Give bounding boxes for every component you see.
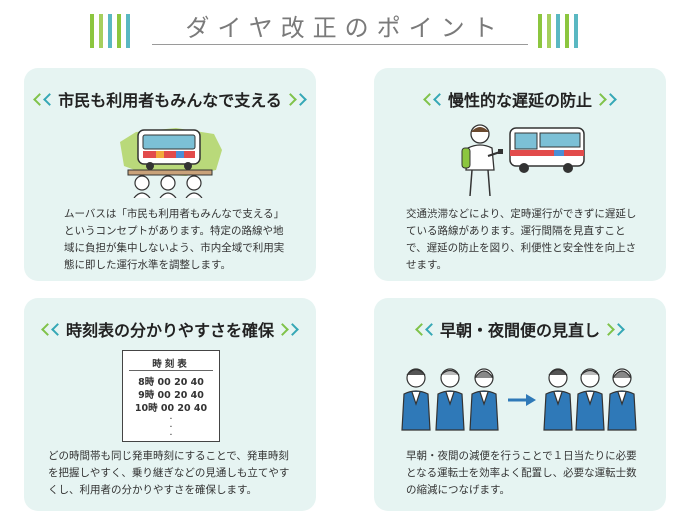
timetable-rows: 8時 00 20 40 9時 00 20 40 10時 00 20 40 xyxy=(123,376,219,415)
card-title-text: 市民も利用者もみんなで支える xyxy=(58,91,282,110)
stripe xyxy=(547,14,551,48)
page-title: ダイヤ改正のポイント xyxy=(185,14,505,42)
double-chevron-right-icon xyxy=(594,92,617,106)
stripe xyxy=(556,14,560,48)
card-title: 早朝・夜間便の見直し xyxy=(374,318,666,340)
double-chevron-right-icon xyxy=(602,322,625,336)
drivers-reduction-icon xyxy=(401,368,637,431)
timetable-row: 8時 00 20 40 xyxy=(138,377,204,388)
card-description: 交通渋滞などにより、定時運行ができずに遅延している路線があります。運行間隔を見直… xyxy=(406,208,637,271)
bus-supported-by-people-icon xyxy=(120,128,222,198)
timetable-row: 10時 00 20 40 xyxy=(134,403,208,414)
stripe xyxy=(99,14,103,48)
timetable-heading: 時刻表 xyxy=(129,356,213,371)
title-underline xyxy=(152,44,528,45)
stripe xyxy=(117,14,121,48)
stripe xyxy=(108,14,112,48)
timetable-icon: 時刻表 8時 00 20 40 9時 00 20 40 10時 00 20 40… xyxy=(122,350,220,442)
double-chevron-left-icon xyxy=(33,92,57,106)
stripe xyxy=(565,14,569,48)
double-chevron-right-icon xyxy=(283,92,307,106)
card-description: どの時間帯も同じ発車時刻にすることで、発車時刻を把握しやすく、乗り継ぎなどの見通… xyxy=(48,450,290,496)
page-header: ダイヤ改正のポイント xyxy=(0,0,690,60)
point-card-community-support: 市民も利用者もみんなで支える ムーバスは「市民も利用者もみんなで支える」というコ… xyxy=(24,68,316,281)
card-description: ムーバスは「市民も利用者もみんなで支える」というコンセプトがあります。特定の路線… xyxy=(64,208,285,271)
stripe xyxy=(126,14,130,48)
card-title-text: 早朝・夜間便の見直し xyxy=(439,321,600,340)
stripe xyxy=(90,14,94,48)
person-checking-watch-bus-icon xyxy=(461,124,585,197)
card-title-text: 時刻表の分かりやすさを確保 xyxy=(65,321,274,340)
card-title: 慢性的な遅延の防止 xyxy=(374,88,666,110)
card-title-text: 慢性的な遅延の防止 xyxy=(447,91,592,110)
decorative-stripes-right xyxy=(538,14,578,48)
double-chevron-left-icon xyxy=(415,322,438,336)
card-title: 市民も利用者もみんなで支える xyxy=(24,88,316,110)
double-chevron-right-icon xyxy=(276,322,299,336)
stripe xyxy=(574,14,578,48)
stripe xyxy=(538,14,542,48)
decorative-stripes-left xyxy=(90,14,130,48)
double-chevron-left-icon xyxy=(423,92,446,106)
double-chevron-left-icon xyxy=(41,322,64,336)
card-title: 時刻表の分かりやすさを確保 xyxy=(24,318,316,340)
point-card-early-late-services: 早朝・夜間便の見直し xyxy=(374,298,666,511)
point-card-timetable-clarity: 時刻表の分かりやすさを確保 時刻表 8時 00 20 40 9時 00 20 4… xyxy=(24,298,316,511)
timetable-ellipsis-dots: ··· xyxy=(169,414,173,441)
timetable-row: 9時 00 20 40 xyxy=(138,390,204,401)
point-card-delay-prevention: 慢性的な遅延の防止 交通渋滞などにより、定時運行ができずに遅延している路線があり… xyxy=(374,68,666,281)
card-description: 早朝・夜間の減便を行うことで１日当たりに必要となる運転士を効率よく配置し、必要な… xyxy=(406,450,637,496)
